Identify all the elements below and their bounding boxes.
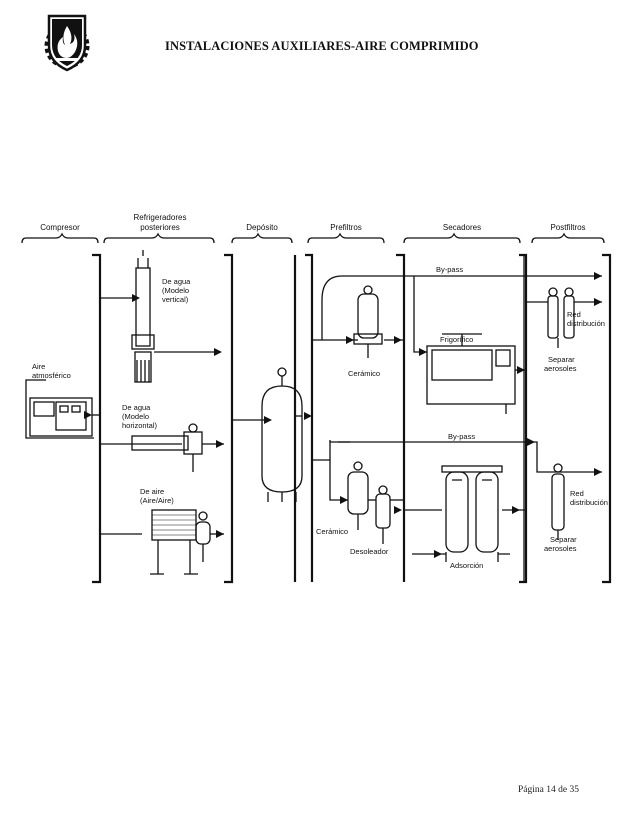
label-bypass-bottom: By-pass xyxy=(448,432,475,441)
stage-refrigeradores-line1: Refrigeradores xyxy=(134,213,187,222)
compressed-air-installation-diagram: Compresor Refrigeradores posteriores Dep… xyxy=(21,213,612,584)
label-separar-bottom-line2: aerosoles xyxy=(544,544,577,553)
label-agua-vertical-line1: De agua xyxy=(162,277,191,286)
stage-refrigeradores-line2: posteriores xyxy=(140,223,180,232)
label-agua-horizontal-line2: (Modelo xyxy=(122,412,149,421)
stage-postfiltros: Postfiltros xyxy=(550,223,585,232)
stage-secadores: Secadores xyxy=(443,223,481,232)
page-header-title: INSTALACIONES AUXILIARES-AIRE COMPRIMIDO xyxy=(165,39,479,53)
stage-compresor: Compresor xyxy=(40,223,80,232)
label-aire-line1: Aire xyxy=(32,362,45,371)
label-red-bottom-line2: distribución xyxy=(570,498,608,507)
label-separar-bottom-line1: Separar xyxy=(550,535,577,544)
label-aire-aire-line2: (Aire/Aire) xyxy=(140,496,174,505)
label-red-top-line2: distribución xyxy=(567,319,605,328)
institution-logo-icon xyxy=(44,14,90,72)
label-ceramico-bottom: Cerámico xyxy=(316,527,348,536)
label-frigorifico: Frigorífico xyxy=(440,335,473,344)
label-agua-horizontal-line3: horizontal) xyxy=(122,421,158,430)
label-desoleador: Desoleador xyxy=(350,547,389,556)
label-separar-top-line2: aerosoles xyxy=(544,364,577,373)
label-agua-horizontal-line1: De agua xyxy=(122,403,151,412)
label-separar-top-line1: Separar xyxy=(548,355,575,364)
label-red-top-line1: Red xyxy=(567,310,581,319)
label-agua-vertical-line3: vertical) xyxy=(162,295,189,304)
label-adsorcion: Adsorción xyxy=(450,561,483,570)
label-aire-aire-line1: De aire xyxy=(140,487,164,496)
stage-prefiltros: Prefiltros xyxy=(330,223,362,232)
label-red-bottom-line1: Red xyxy=(570,489,584,498)
label-aire-line2: atmosférico xyxy=(32,371,71,380)
label-ceramico-top: Cerámico xyxy=(348,369,380,378)
label-bypass-top: By-pass xyxy=(436,265,463,274)
page-number: Página 14 de 35 xyxy=(518,785,579,795)
stage-deposito: Depósito xyxy=(246,223,278,232)
label-agua-vertical-line2: (Modelo xyxy=(162,286,189,295)
